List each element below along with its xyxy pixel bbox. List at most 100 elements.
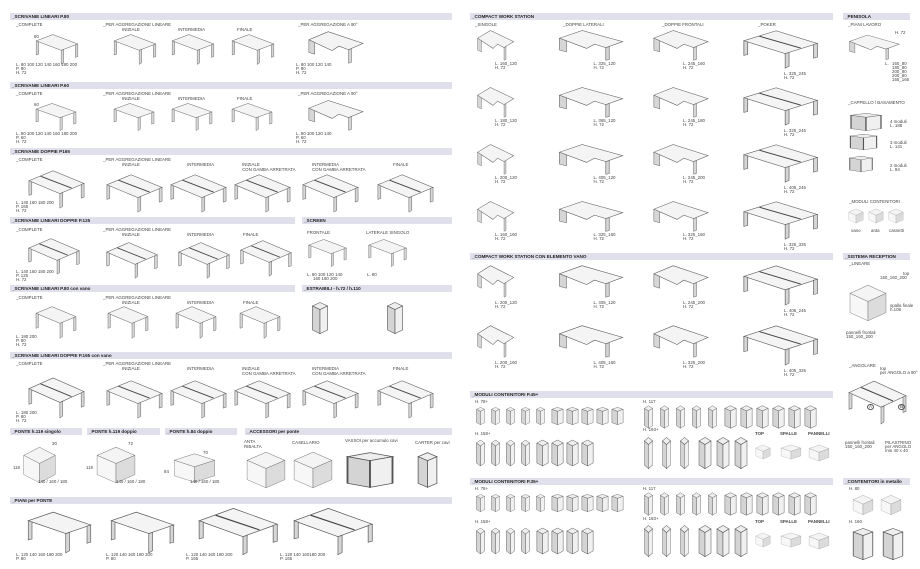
desk-drawing [110, 33, 160, 66]
dimension: L. 188 [890, 123, 903, 128]
storage-cabinet-drawing [550, 493, 565, 513]
dimension: P. 60 [16, 135, 26, 140]
storage-cabinet-drawing [610, 406, 625, 426]
label: CARTER per cavi [415, 440, 450, 445]
dimension: H. 72 [495, 122, 506, 127]
dimension: H. 72 [683, 236, 694, 241]
dimension: P. 80 [16, 556, 26, 561]
dimension: 180_80 [892, 65, 907, 70]
dimension: H. 72 [16, 418, 27, 423]
desk-with-storage-drawing [32, 305, 80, 340]
storage-cabinet-drawing [550, 438, 565, 468]
workstation-drawing [475, 199, 515, 233]
label: INTERMEDIA [187, 232, 215, 237]
dimension: L. 325_160 [683, 232, 705, 237]
storage-cabinet-drawing [535, 438, 550, 468]
label: _MODULI CONTENITORI [849, 199, 900, 204]
dimension: H. 72 [16, 70, 27, 75]
flap-door-drawing [245, 450, 287, 490]
pigeonhole-drawing [292, 450, 334, 490]
storage-cabinet-drawing [675, 491, 686, 517]
label: _PER AGGREGAZIONE LINEARE [103, 227, 172, 232]
storage-cabinet-drawing [580, 526, 595, 556]
label: CASELLARIO [292, 440, 320, 445]
label: LATERALE SINGOLO [366, 230, 410, 235]
dimension: 160 180 200 [313, 276, 338, 281]
section-header: _SCRIVANIE LINEARI P.80 [10, 13, 452, 20]
height-label: H. 158+ [475, 519, 491, 524]
storage-cabinet-drawing [771, 404, 786, 430]
label: _CAPPELLO / BASAMENTO [848, 100, 905, 105]
label: _COMPLETE [16, 295, 43, 300]
storage-cabinet-drawing [475, 526, 486, 556]
storage-cabinet-drawing [565, 493, 580, 513]
dimension: H. 72 [784, 132, 795, 137]
dimension: H. 72 [683, 304, 694, 309]
label: _PER AGGREGAZIONE LINEARE [103, 361, 172, 366]
storage-cabinet-drawing [475, 406, 486, 426]
dimension: L. 141 [890, 144, 903, 149]
label: _PER AGGREGAZIONE LINEARE [103, 91, 172, 96]
dimension: L. 325_245 [784, 128, 806, 133]
storage-cabinet-drawing [787, 491, 802, 517]
label: INIZIALE [122, 162, 140, 167]
desk-corner-drawing [305, 98, 365, 132]
section-header: _PONTE h.84 doppio [165, 428, 237, 435]
label: TOP [755, 431, 764, 436]
dimension: H. 72 [784, 189, 795, 194]
label: SPALLE [780, 431, 797, 436]
reception-corner-drawing [846, 378, 908, 426]
double-desk-drawing [300, 172, 360, 214]
storage-cabinet-drawing [520, 406, 531, 426]
label: INIZIALE [122, 366, 140, 371]
storage-cabinet-drawing [771, 491, 786, 517]
dimension: L. 120 140 160 180 200 [186, 552, 233, 557]
label: PILASTRINO [885, 440, 912, 445]
storage-cabinet-drawing [733, 523, 749, 559]
top-panel-drawing [755, 444, 771, 460]
section-header: _MODULI CONTENITORI P.35+ [470, 478, 833, 485]
storage-cabinet-drawing [490, 406, 501, 426]
dimension: P. 80 [296, 66, 306, 71]
desk-corner-drawing [305, 29, 365, 65]
storage-cabinet-drawing [550, 526, 565, 556]
storage-cabinet-drawing [475, 438, 486, 468]
marker-a: A [867, 404, 874, 411]
cap-base-drawing [846, 155, 876, 173]
dimension: L. 245_200 [683, 175, 705, 180]
section-header: _SISTEMA RECEPTION [843, 253, 910, 260]
dimension: 84 [164, 469, 169, 474]
label: INIZIALE [122, 27, 140, 32]
storage-cabinet-drawing [739, 491, 754, 517]
label: per ANGOLO [885, 444, 912, 449]
dimension: L. 80 100 120 140 160 180 200 [16, 62, 78, 67]
storage-cabinet-drawing [505, 526, 516, 556]
pull-out-drawing [385, 300, 405, 336]
label: PANNELLI [808, 431, 830, 436]
side-panel-drawing [780, 532, 802, 548]
label: INIZIALE [242, 162, 260, 167]
label: _PER AGGREGAZIONE LINEARE [103, 157, 172, 162]
dimension: L. 120 140 160180 200 [280, 552, 326, 557]
cap-base-drawing [846, 133, 881, 151]
storage-cabinet-drawing [787, 404, 802, 430]
label: FINALE [243, 232, 259, 237]
storage-cabinet-drawing [490, 526, 501, 556]
screen-drawing [365, 238, 410, 268]
label: _PER AGGREGAZIONE A 90° [298, 22, 358, 27]
dimension: H. 72 [683, 179, 694, 184]
storage-cabinet-drawing [803, 491, 818, 517]
workstation-drawing [555, 199, 625, 233]
dimension: L. [885, 61, 889, 66]
storage-cabinet-drawing [565, 526, 580, 556]
dimension: P. 80 [16, 414, 26, 419]
dimension: 70 [203, 450, 208, 455]
dimension: L. 140 160 180 200 [16, 200, 54, 205]
dimension: H. 72 [683, 364, 694, 369]
storage-cabinet-drawing [661, 435, 672, 471]
dimension: L. 140 160 180 200 [16, 269, 54, 274]
dimension: H. 72 [16, 208, 27, 213]
height-label: H. 78+ [475, 399, 489, 404]
label: FINALE [243, 300, 259, 305]
workstation-drawing [555, 28, 625, 62]
